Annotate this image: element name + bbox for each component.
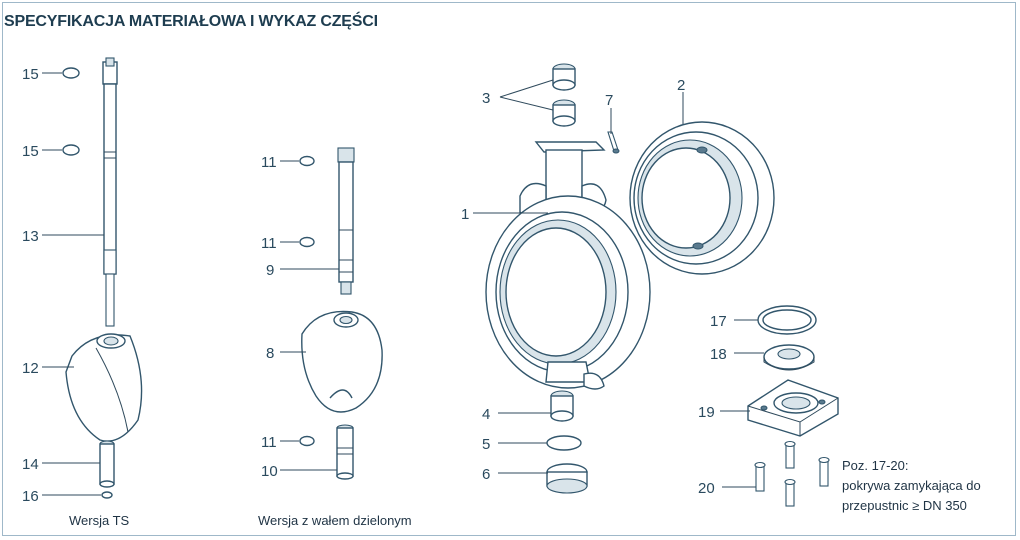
bolt-20c — [754, 461, 766, 492]
o-ring-5 — [546, 435, 582, 451]
label-2: 2 — [677, 77, 685, 94]
label-15b: 15 — [22, 143, 39, 160]
valve-assembly-group — [473, 63, 775, 494]
label-11c: 11 — [261, 434, 277, 451]
version-ts-group — [42, 57, 143, 499]
label-15a: 15 — [22, 66, 39, 83]
o-ring-15a — [62, 67, 80, 79]
label-16: 16 — [22, 488, 39, 505]
o-ring-11a — [299, 155, 315, 167]
o-ring-11b — [299, 236, 315, 248]
label-20: 20 — [698, 480, 715, 497]
bolt-20d — [784, 478, 796, 507]
bolt-20a — [784, 440, 796, 469]
pin-10 — [336, 424, 354, 480]
note-line-3: przepustnic ≥ DN 350 — [842, 498, 967, 513]
bushing-4 — [550, 390, 574, 422]
label-18: 18 — [710, 346, 727, 363]
label-12: 12 — [22, 360, 39, 377]
label-1: 1 — [461, 206, 469, 223]
disc-12 — [65, 333, 143, 442]
o-ring-16 — [101, 491, 113, 499]
o-ring-17 — [757, 305, 817, 335]
label-11b: 11 — [261, 235, 277, 252]
page-title: SPECYFIKACJA MATERIAŁOWA I WYKAZ CZĘŚCI — [4, 13, 378, 30]
label-9: 9 — [266, 262, 274, 279]
label-7: 7 — [605, 92, 613, 109]
o-ring-15b — [62, 144, 80, 156]
bushing-3a — [552, 63, 576, 91]
label-6: 6 — [482, 466, 490, 483]
shaft-9 — [337, 147, 355, 295]
label-14: 14 — [22, 456, 39, 473]
bushing-3b — [552, 99, 576, 127]
label-4: 4 — [482, 406, 490, 423]
caption-version-ts: Wersja TS — [69, 513, 130, 528]
note-line-2: pokrywa zamykająca do — [842, 478, 981, 493]
valve-body-1 — [485, 141, 651, 390]
screw-7 — [607, 131, 620, 154]
cover-group — [720, 305, 839, 507]
label-3: 3 — [482, 90, 490, 107]
note-line-1: Poz. 17-20: — [842, 458, 909, 473]
disc-8 — [301, 310, 383, 413]
washer-18 — [763, 344, 815, 371]
cap-6 — [546, 463, 588, 494]
version-split-group — [280, 147, 383, 480]
cover-plate-19 — [747, 379, 839, 437]
label-5: 5 — [482, 436, 490, 453]
label-19: 19 — [698, 404, 715, 421]
liner-2 — [629, 121, 775, 275]
label-11a: 11 — [261, 154, 277, 171]
label-13: 13 — [22, 228, 39, 245]
label-8: 8 — [266, 345, 274, 362]
o-ring-11c — [299, 435, 315, 447]
pin-14 — [99, 440, 115, 488]
label-17: 17 — [710, 313, 727, 330]
caption-version-split: Wersja z wałem dzielonym — [258, 513, 412, 528]
label-10: 10 — [261, 463, 278, 480]
shaft-13 — [102, 57, 118, 327]
bolt-20b — [818, 456, 830, 487]
